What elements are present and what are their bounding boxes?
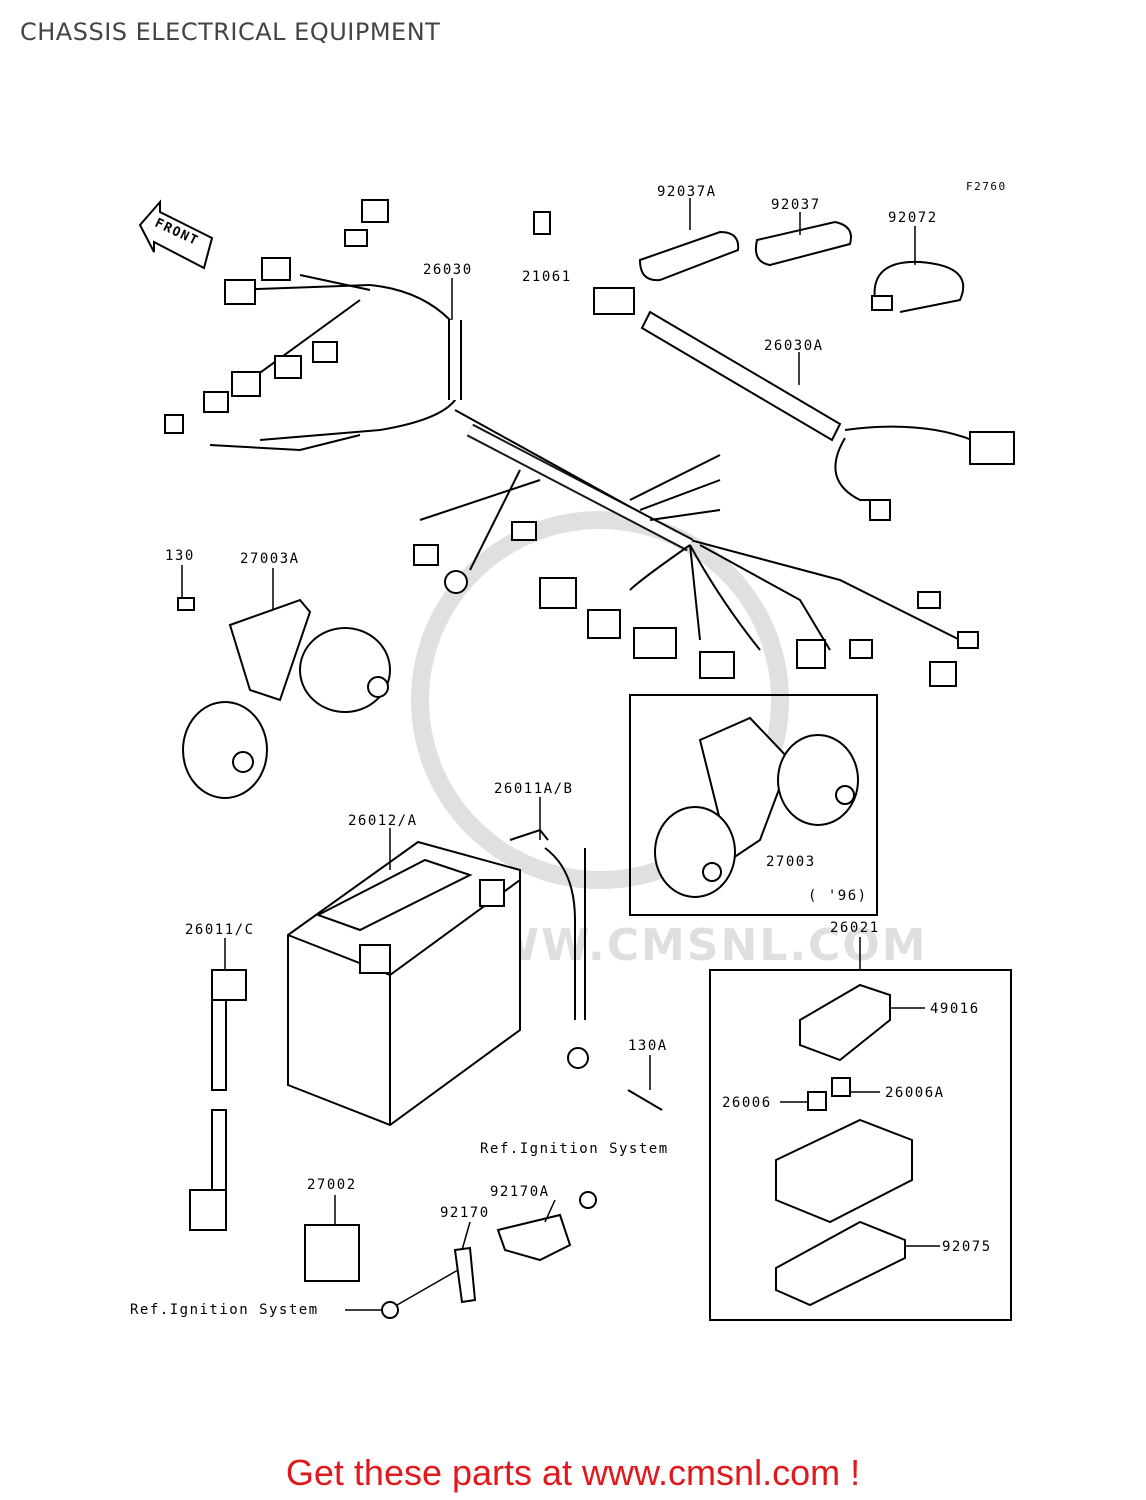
label-ref-ignition-system-1: Ref.Ignition System [480,1141,669,1157]
label-ref-ignition-system-2: Ref.Ignition System [130,1302,319,1318]
brackets-92170 [381,1089,663,1319]
cmsnl-link[interactable]: Get these parts at www.cmsnl.com ! [285,1452,861,1493]
leader-lines [181,198,940,1311]
label-26030: 26030 [423,262,473,278]
battery-cable-26011ab [509,828,589,1069]
label-92072: 92072 [888,210,938,226]
label-27002: 27002 [307,1177,357,1193]
small-parts-top [533,211,965,313]
label-26011ab: 26011A/B [494,781,573,797]
label-92037: 92037 [771,197,821,213]
label-26021: 26021 [830,920,880,936]
label-92170: 92170 [440,1205,490,1221]
main-wiring-harness [209,274,961,651]
label-92075: 92075 [942,1239,992,1255]
label-27003a: 27003A [240,551,300,567]
figure-code: F2760 [966,180,1007,193]
battery-26012a [287,840,521,1127]
sub-harness-26030a [593,287,1015,521]
page-title: CHASSIS ELECTRICAL EQUIPMENT [20,18,441,46]
fuse-box-assembly [775,983,913,1307]
label-92170a: 92170A [490,1184,550,1200]
label-49016: 49016 [930,1001,980,1017]
label-26006a: 26006A [885,1085,945,1101]
label-92037a: 92037A [657,184,717,200]
horn-assembly-27003a [177,597,391,799]
label-26011c: 26011/C [185,922,255,938]
label-21061: 21061 [522,269,572,285]
battery-cable-26011c [189,969,247,1231]
label-130: 130 [165,548,195,564]
horn-assembly-27003 [654,716,859,898]
label-27003: 27003 [766,854,816,870]
front-arrow-icon: FRONT [138,199,214,270]
label-26006: 26006 [722,1095,772,1111]
footer-cta[interactable]: Get these parts at www.cmsnl.com ! [0,1452,1146,1494]
harness-connectors [164,199,979,687]
label-26012a: 26012/A [348,813,418,829]
relay-27002 [304,1224,360,1282]
label-130a: 130A [628,1038,668,1054]
label-96: ( '96) [808,888,868,904]
detail-box-96 [629,694,878,916]
label-26030a: 26030A [764,338,824,354]
